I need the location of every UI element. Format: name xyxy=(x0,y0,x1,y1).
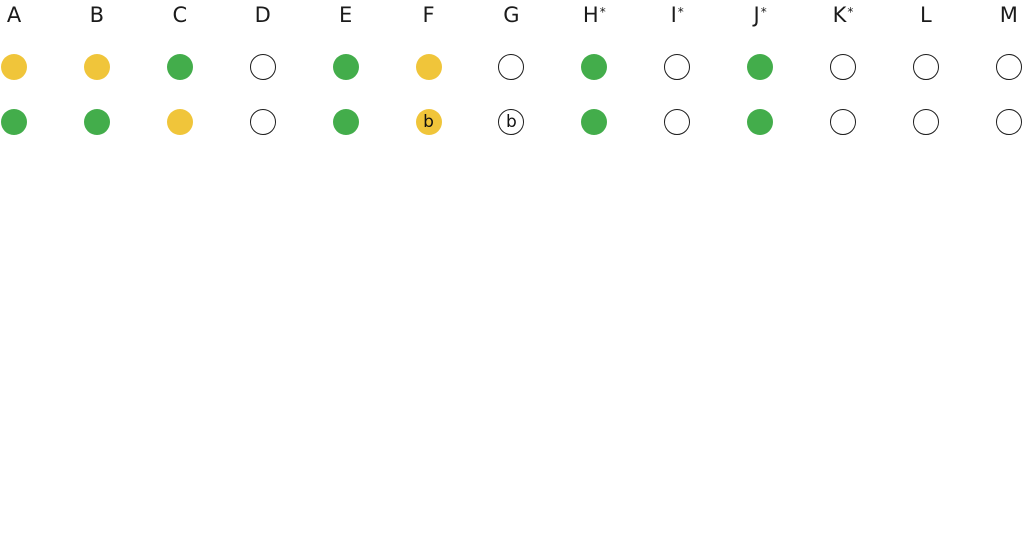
status-dot-empty xyxy=(249,54,276,80)
column-j: J* xyxy=(740,0,780,150)
column-label: K xyxy=(832,3,847,27)
status-dot-empty xyxy=(498,54,525,80)
status-dot-green xyxy=(581,54,608,80)
column-header: J* xyxy=(740,2,780,28)
status-dot-empty xyxy=(830,109,856,135)
column-label: B xyxy=(89,3,105,27)
status-dot-empty xyxy=(664,109,691,135)
status-dot-green xyxy=(581,109,608,135)
column-b: B xyxy=(77,0,117,150)
column-l: L xyxy=(906,0,946,150)
status-dot-empty xyxy=(830,54,856,80)
status-dot-green xyxy=(1,109,27,135)
column-label: L xyxy=(920,3,932,27)
status-dot-empty xyxy=(912,109,939,135)
asterisk-marker: * xyxy=(760,5,767,19)
column-header: L xyxy=(906,2,946,28)
column-e: E xyxy=(326,0,366,150)
status-dot-empty xyxy=(664,54,691,80)
column-m: M xyxy=(989,0,1024,150)
asterisk-marker: * xyxy=(599,5,606,19)
status-dot-yellow xyxy=(166,109,193,135)
asterisk-marker: * xyxy=(847,5,854,19)
column-i: I* xyxy=(657,0,697,150)
status-dot-empty xyxy=(912,54,939,80)
column-header: K* xyxy=(823,2,863,28)
column-h: H* xyxy=(574,0,614,150)
column-header: H* xyxy=(574,2,614,28)
status-dot-yellow: b xyxy=(415,109,442,135)
column-label: A xyxy=(6,3,22,27)
status-dot-green xyxy=(332,54,359,80)
dot-mark: b xyxy=(423,111,434,132)
status-dot-green xyxy=(83,109,110,135)
column-label: M xyxy=(999,3,1018,27)
status-dot-yellow xyxy=(1,54,27,80)
dot-mark: b xyxy=(505,111,517,132)
column-header: I* xyxy=(657,2,697,28)
asterisk-marker: * xyxy=(677,5,684,19)
status-dot-empty xyxy=(995,54,1022,80)
column-label: I xyxy=(670,3,677,27)
column-d: D xyxy=(243,0,283,150)
status-dot-empty: b xyxy=(498,109,525,135)
column-header: D xyxy=(243,2,283,28)
column-label: D xyxy=(254,3,271,27)
column-label: G xyxy=(503,3,520,27)
column-header: E xyxy=(326,2,366,28)
status-dot-yellow xyxy=(415,54,442,80)
column-header: C xyxy=(160,2,200,28)
column-k: K* xyxy=(823,0,863,150)
column-header: M xyxy=(989,2,1024,28)
status-dot-yellow xyxy=(83,54,110,80)
column-header: G xyxy=(491,2,531,28)
column-c: C xyxy=(160,0,200,150)
status-dot-green xyxy=(166,54,193,80)
column-label: J xyxy=(753,3,760,27)
column-label: F xyxy=(422,3,435,27)
status-dot-green xyxy=(332,109,359,135)
column-label: E xyxy=(338,3,353,27)
column-label: H xyxy=(582,3,599,27)
status-dot-empty xyxy=(995,109,1022,135)
status-dot-green xyxy=(747,109,774,135)
column-header: A xyxy=(0,2,34,28)
column-header: B xyxy=(77,2,117,28)
status-dot-green xyxy=(747,54,774,80)
column-a: A xyxy=(0,0,34,150)
column-header: F xyxy=(409,2,449,28)
column-label: C xyxy=(172,3,188,27)
status-dot-empty xyxy=(249,109,276,135)
